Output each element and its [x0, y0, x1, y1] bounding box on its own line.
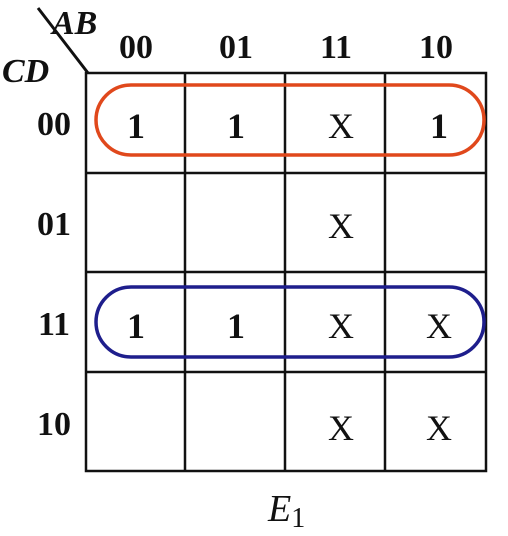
map-title-main: E	[267, 488, 291, 530]
column-header-11: 11	[320, 29, 352, 66]
column-header-00: 00	[119, 29, 153, 66]
cell-r1-c2: X	[328, 206, 354, 246]
column-variable-label: AB	[50, 5, 97, 42]
cell-r0-c0: 1	[127, 106, 145, 146]
row-header-01: 01	[37, 206, 71, 243]
cell-values: 1 1 X 1 X 1 1 X X X X	[127, 106, 452, 448]
column-header-group: 00 01 11 10	[119, 29, 453, 66]
cell-r0-c1: 1	[227, 106, 245, 146]
row-header-00: 00	[37, 106, 71, 143]
group-loop-row-11	[94, 285, 486, 359]
corner-diagonal	[36, 7, 90, 74]
cell-r2-c2: X	[328, 306, 354, 346]
row-header-group: 00 01 11 10	[37, 106, 71, 443]
map-title-subscript: 1	[291, 503, 305, 534]
cell-r2-c3: X	[426, 306, 452, 346]
cell-r3-c3: X	[426, 408, 452, 448]
row-variable-label: CD	[2, 53, 49, 90]
row-header-11: 11	[38, 306, 70, 343]
column-header-10: 10	[419, 29, 453, 66]
cell-r3-c2: X	[328, 408, 354, 448]
group-loop-row-00	[94, 83, 486, 157]
cell-r2-c0: 1	[127, 306, 145, 346]
row-header-10: 10	[37, 406, 71, 443]
map-title: E1	[267, 488, 305, 534]
cell-r0-c2: X	[328, 106, 354, 146]
column-header-01: 01	[219, 29, 253, 66]
cell-r2-c1: 1	[227, 306, 245, 346]
kmap-grid	[84, 71, 488, 473]
cell-r0-c3: 1	[430, 106, 448, 146]
